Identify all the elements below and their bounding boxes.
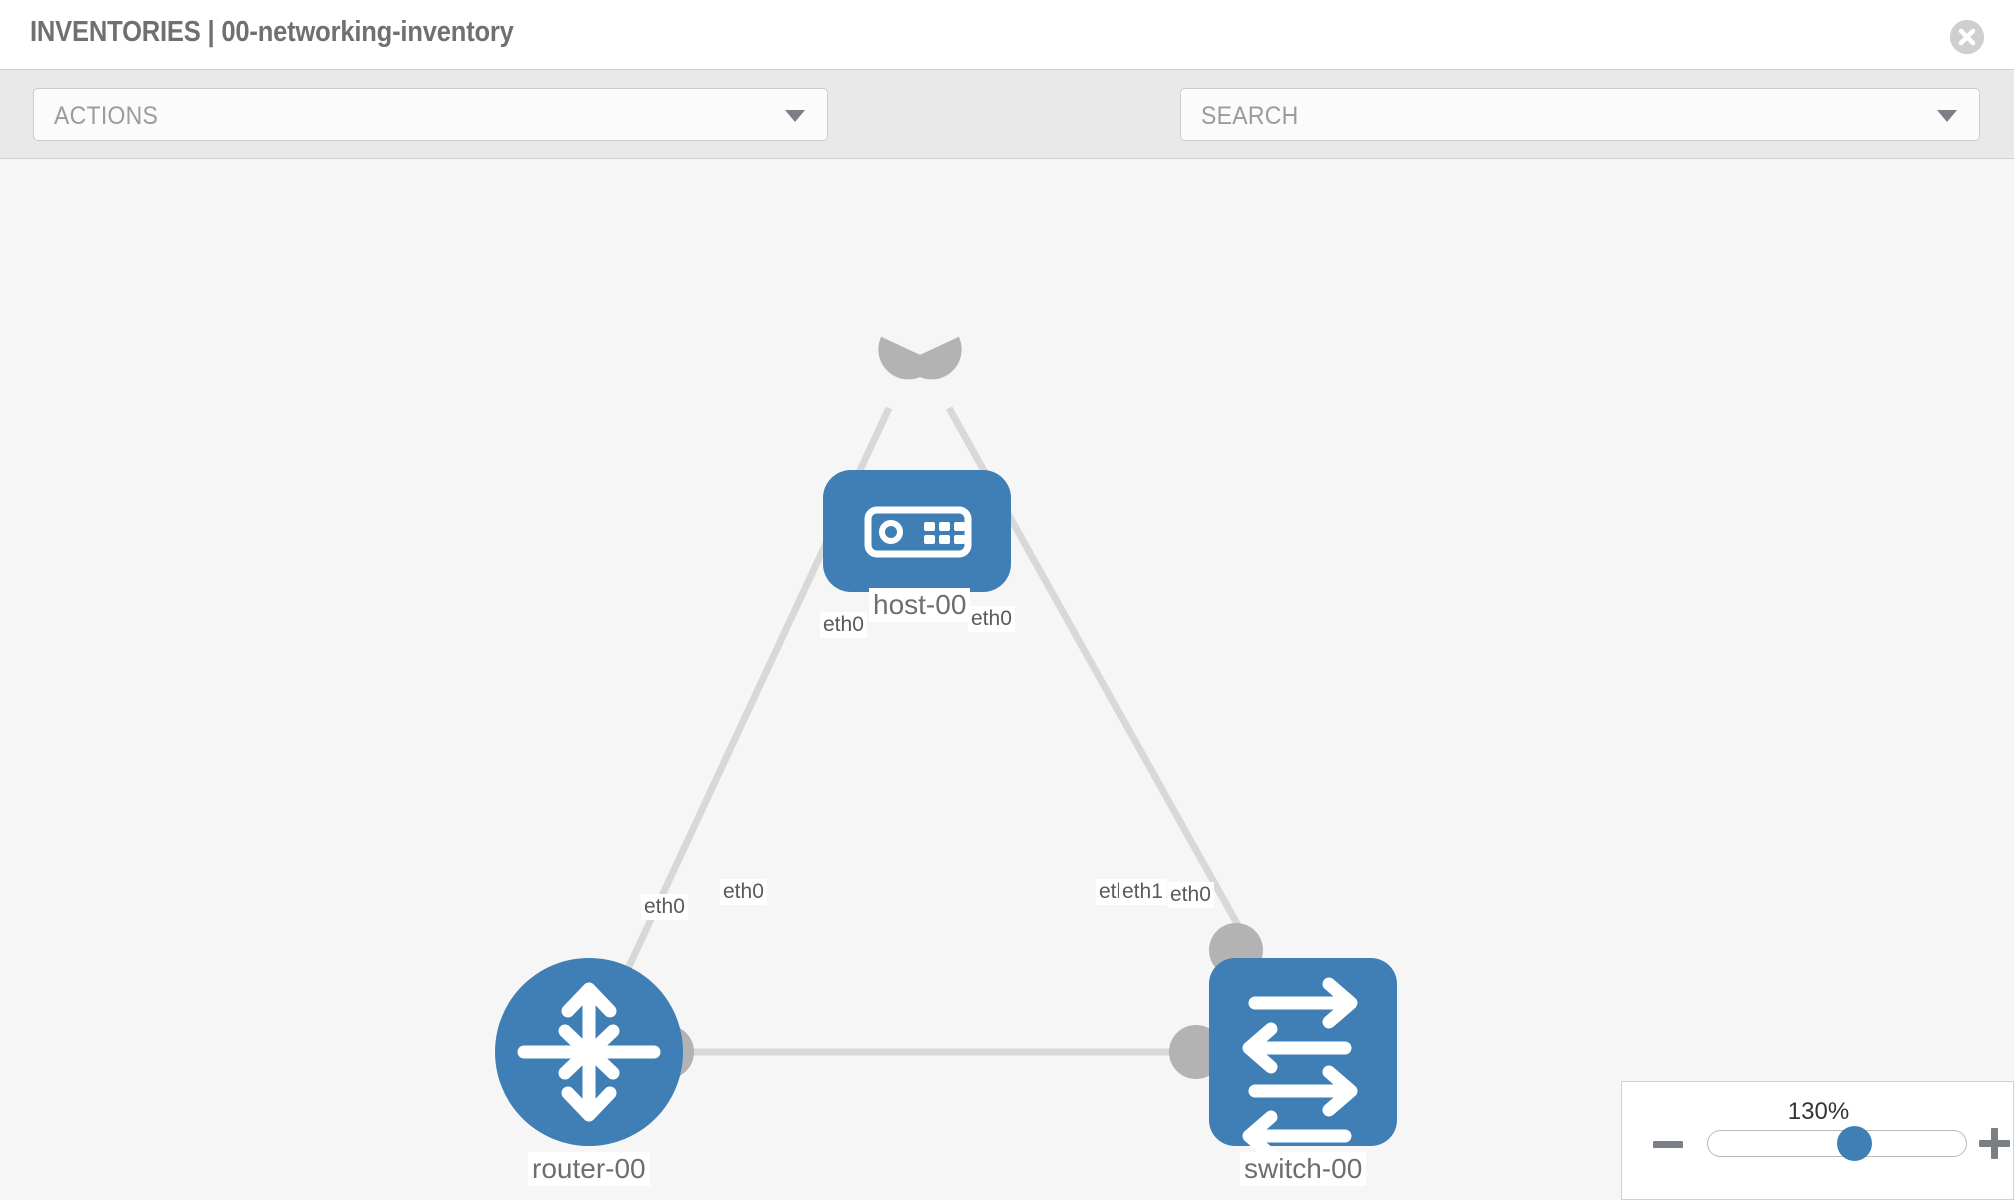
node-switch-00[interactable]	[1209, 958, 1397, 1162]
zoom-in-button[interactable]	[1979, 1128, 2010, 1159]
interface-label-switch-host: eth0	[1167, 882, 1214, 908]
interface-label-host-switch: eth0	[968, 606, 1015, 632]
chevron-down-icon	[785, 110, 805, 122]
zoom-level-value: 130%	[1787, 1098, 1850, 1125]
topology-graph	[495, 336, 1397, 1162]
interface-label-router-host: eth0	[641, 894, 688, 920]
zoom-slider-thumb[interactable]	[1837, 1126, 1872, 1161]
node-label-switch-00: switch-00	[1240, 1152, 1367, 1186]
chevron-down-icon[interactable]	[1937, 110, 1957, 122]
interface-label-switch-router: eth1	[1119, 879, 1166, 905]
topology-connectors	[667, 336, 1263, 1079]
close-icon[interactable]	[1950, 20, 1984, 54]
node-router-00[interactable]	[495, 958, 683, 1146]
interface-label-host-router: eth0	[820, 612, 867, 638]
router-arrows-icon	[517, 982, 661, 1122]
search-input[interactable]: SEARCH	[1180, 88, 1980, 141]
zoom-control-panel: 130%	[1621, 1081, 2014, 1200]
node-label-router-00: router-00	[528, 1152, 650, 1186]
page-title: INVENTORIES | 00-networking-inventory	[30, 16, 514, 48]
actions-dropdown-label: ACTIONS	[54, 102, 159, 130]
interface-label-router-switch: eth0	[720, 879, 767, 905]
zoom-out-button[interactable]	[1653, 1141, 1683, 1148]
topology-canvas[interactable]: host-00 router-00 switch-00 eth0 eth0 et…	[0, 160, 2014, 1200]
actions-dropdown[interactable]: ACTIONS	[33, 88, 828, 141]
server-icon	[864, 506, 972, 558]
page-header: INVENTORIES | 00-networking-inventory	[0, 0, 2014, 69]
node-label-host-00: host-00	[869, 588, 971, 622]
switch-arrows-icon	[1242, 977, 1358, 1162]
search-placeholder: SEARCH	[1201, 102, 1299, 130]
toolbar: ACTIONS	[0, 69, 2014, 197]
node-host-00[interactable]	[823, 470, 1011, 592]
